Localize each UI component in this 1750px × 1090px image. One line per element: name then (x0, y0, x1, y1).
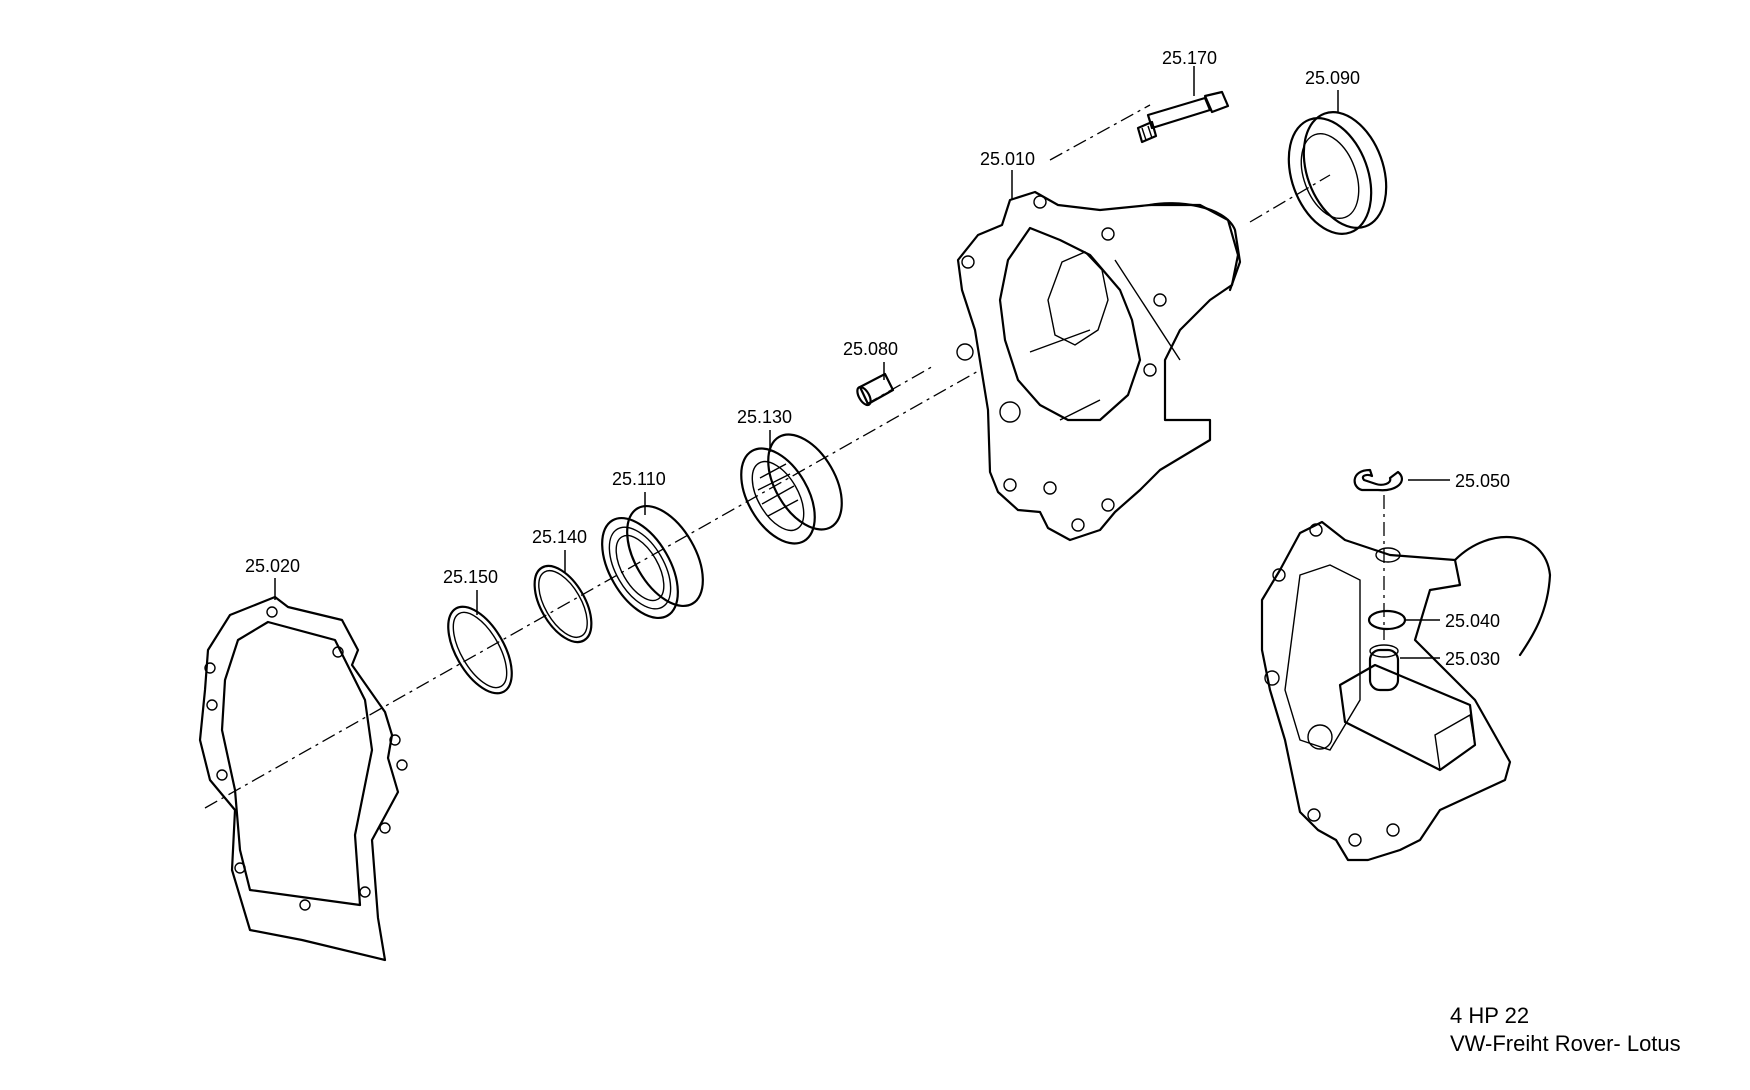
o-ring-part (533, 564, 593, 644)
part-label-25-020: 25.020 (245, 556, 300, 576)
part-label-25-040: 25.040 (1445, 611, 1500, 631)
bolt-part (1136, 90, 1230, 144)
leader-lines (274, 66, 1450, 659)
part-labels: 25.010 25.020 25.030 25.040 25.050 25.08… (245, 48, 1510, 669)
snap-ring-part (447, 605, 513, 695)
part-label-25-110: 25.110 (612, 469, 666, 489)
part-label-25-090: 25.090 (1305, 68, 1360, 88)
part-label-25-010: 25.010 (980, 149, 1035, 169)
caption-application: VW-Freiht Rover- Lotus (1450, 1031, 1681, 1056)
part-label-25-080: 25.080 (843, 339, 898, 359)
part-label-25-130: 25.130 (737, 407, 792, 427)
housing-detail-view (1260, 468, 1552, 862)
part-label-25-170: 25.170 (1162, 48, 1217, 68)
part-label-25-050: 25.050 (1455, 471, 1510, 491)
caption-model: 4 HP 22 (1450, 1003, 1530, 1028)
ball-bearing-part (601, 504, 704, 620)
part-label-25-030: 25.030 (1445, 649, 1500, 669)
diagram-caption: 4 HP 22 VW-Freiht Rover- Lotus (1450, 1002, 1681, 1058)
shaft-seal-part (1287, 111, 1388, 235)
part-label-25-140: 25.140 (532, 527, 587, 547)
dowel-pin-part (856, 372, 895, 407)
part-label-25-150: 25.150 (443, 567, 498, 587)
gasket-part (198, 595, 408, 962)
rear-housing-part (956, 190, 1242, 542)
needle-bearing-part (740, 433, 843, 545)
